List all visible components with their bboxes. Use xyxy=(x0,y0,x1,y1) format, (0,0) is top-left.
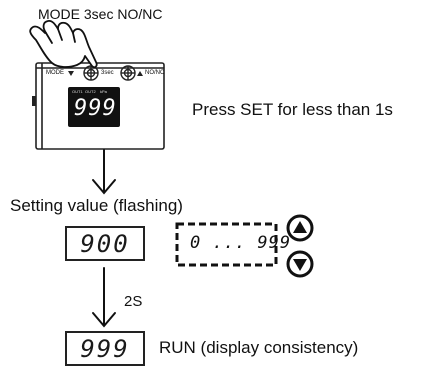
triangle-down-icon xyxy=(68,71,74,76)
device-display-value: 999 xyxy=(74,96,117,121)
run-value: 999 xyxy=(80,334,130,363)
device-label-mode: MODE xyxy=(46,70,64,76)
press-set-text: Press SET for less than 1s xyxy=(192,100,393,119)
setting-value-label: Setting value (flashing) xyxy=(10,196,183,215)
triangle-up-icon xyxy=(137,71,143,76)
arrow-down-icon xyxy=(92,267,116,328)
device-side-tab xyxy=(32,96,36,106)
range-text: 0 ... 999 xyxy=(190,233,292,253)
arrow-down-icon xyxy=(92,149,116,195)
run-label: RUN (display consistency) xyxy=(159,338,359,357)
device-indicator-3: kPa xyxy=(100,89,107,94)
setting-value: 900 xyxy=(80,229,130,258)
setting-value-display: 900 xyxy=(65,226,145,261)
device-label-3sec: 3sec xyxy=(101,70,114,76)
range-dashed-box xyxy=(175,222,278,267)
device-label-nonc: NO/NC xyxy=(145,70,165,76)
run-value-display: 999 xyxy=(65,331,145,366)
crosshair-button-icon xyxy=(83,65,99,81)
mode-instruction-text: MODE 3sec NO/NC xyxy=(38,6,163,22)
device-indicator-1: OUT1 xyxy=(72,89,83,94)
device-display-screen xyxy=(68,87,120,127)
device-indicator-2: OUT2 xyxy=(85,89,96,94)
up-button-icon xyxy=(286,214,314,242)
down-button-icon xyxy=(286,250,314,278)
step-time-label: 2S xyxy=(124,293,143,310)
crosshair-button-icon xyxy=(120,65,136,81)
hand-pointer-icon xyxy=(29,19,98,69)
